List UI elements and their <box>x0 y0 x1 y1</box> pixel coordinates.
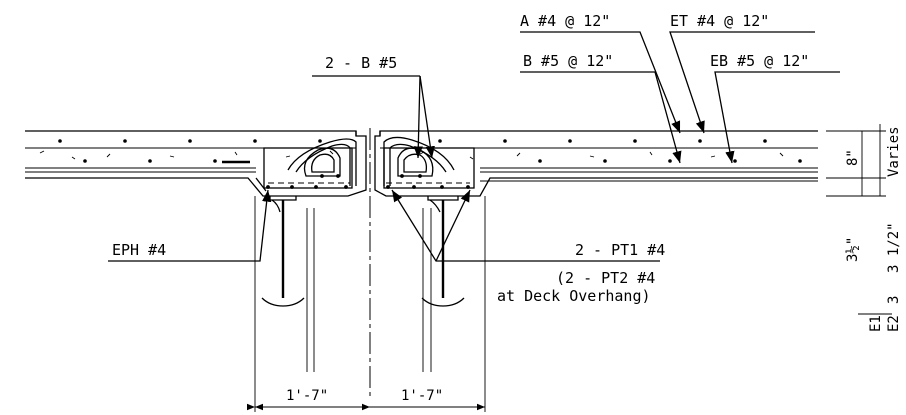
right-steel-girder <box>421 196 465 307</box>
left-end-rebar-cage <box>263 138 357 189</box>
right-spacing-dimension: 1'-7" <box>401 388 443 404</box>
haunch-alt-three: 3 <box>886 296 902 304</box>
b-pair-label: 2 - B #5 <box>325 54 397 72</box>
leader-lines <box>108 31 840 262</box>
right-end-rebar-cage <box>383 136 475 189</box>
slab-depth-dimension: 8" <box>845 149 861 166</box>
eb-bar-label: EB #5 @ 12" <box>710 52 809 70</box>
slab-depth-varies-dimension: Varies <box>886 126 902 177</box>
eph-label: EPH #4 <box>112 241 166 259</box>
pt1-label: 2 - PT1 #4 <box>575 241 665 259</box>
b-bar-label: B #5 @ 12" <box>523 52 613 70</box>
e1-label: E1 <box>868 315 884 332</box>
a-bar-label: A #4 @ 12" <box>520 12 610 30</box>
right-vertical-dimensions <box>826 124 892 315</box>
pt2-note-line1: (2 - PT2 #4 <box>556 269 655 287</box>
haunch-alt-dimension: 3 1/2" <box>886 222 902 273</box>
haunch-dimension: 3½" <box>845 237 861 262</box>
dimension-extension-lines <box>254 196 486 412</box>
e2-label: E2 <box>886 315 902 332</box>
left-steel-girder <box>261 196 305 307</box>
et-bar-label: ET #4 @ 12" <box>670 12 769 30</box>
left-spacing-dimension: 1'-7" <box>286 388 328 404</box>
concrete-stipple <box>58 139 802 163</box>
pt2-note-line2: at Deck Overhang) <box>497 287 651 305</box>
